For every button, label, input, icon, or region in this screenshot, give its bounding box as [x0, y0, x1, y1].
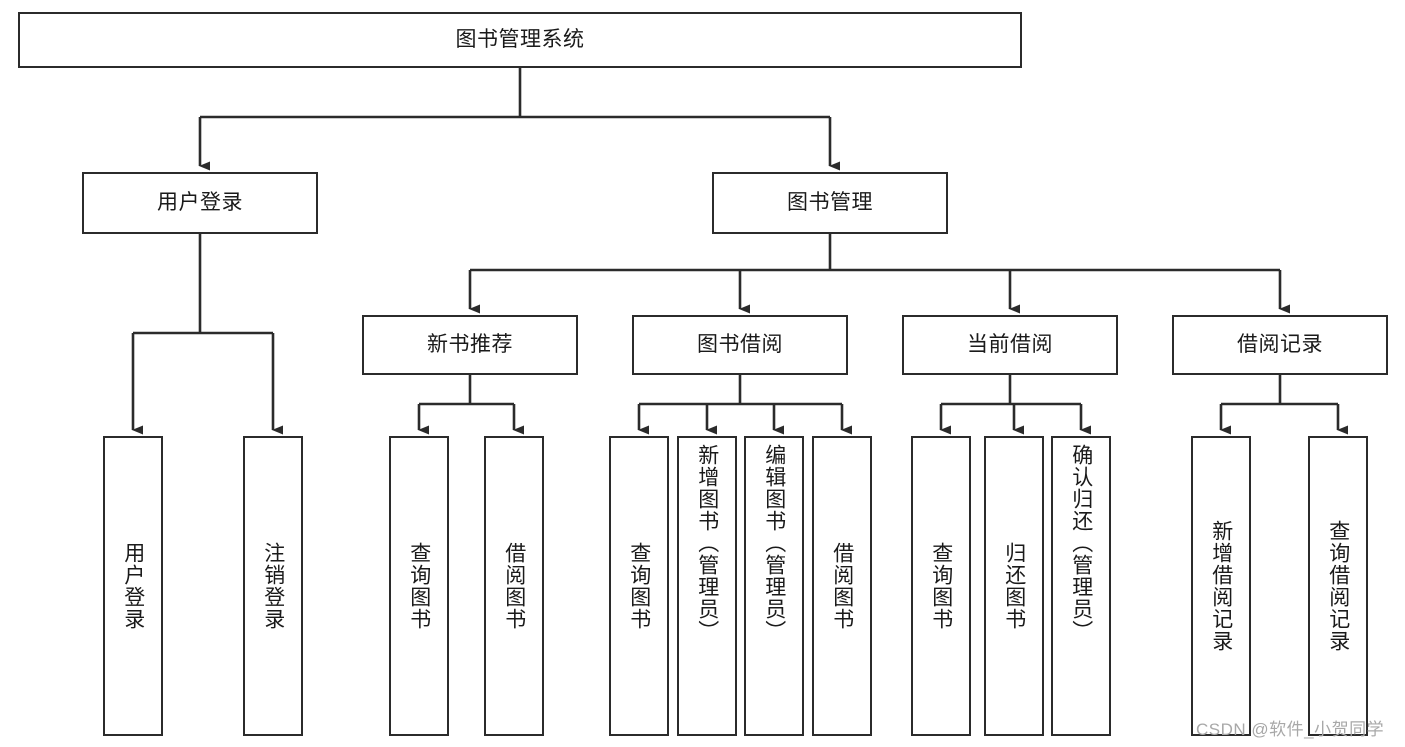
node-level2-borrow-record-label: 借阅记录 — [1237, 333, 1323, 357]
node-leaf-user-login[interactable]: 用户登录 — [103, 436, 163, 736]
node-leaf-borrow-book-bb-label: 借阅图书 — [830, 542, 854, 630]
node-level1-user-login-label: 用户登录 — [157, 191, 243, 215]
edges-borrow-record-to-leaves — [1219, 375, 1348, 435]
node-leaf-add-borrow-record-label: 新增借阅记录 — [1209, 520, 1233, 652]
edges-book-manage-to-level2 — [468, 234, 1290, 314]
node-leaf-query-book-bb[interactable]: 查询图书 — [609, 436, 669, 736]
edges-book-borrow-to-leaves — [637, 375, 852, 435]
node-leaf-logout[interactable]: 注销登录 — [243, 436, 303, 736]
csdn-watermark: CSDN @软件_小贺同学 — [1196, 720, 1385, 739]
edges-user-login-to-leaves — [131, 234, 283, 435]
node-level2-book-borrow[interactable]: 图书借阅 — [632, 315, 848, 375]
node-leaf-add-borrow-record[interactable]: 新增借阅记录 — [1191, 436, 1251, 736]
node-level2-new-book-recommend-label: 新书推荐 — [427, 333, 513, 357]
node-leaf-logout-label: 注销登录 — [261, 542, 285, 630]
node-level1-book-manage[interactable]: 图书管理 — [712, 172, 948, 234]
node-leaf-return-book-label: 归还图书 — [1002, 542, 1026, 630]
node-leaf-add-book-admin-label: 新增图书（管理员） — [695, 444, 719, 642]
node-leaf-return-book[interactable]: 归还图书 — [984, 436, 1044, 736]
node-leaf-borrow-book-bb[interactable]: 借阅图书 — [812, 436, 872, 736]
node-leaf-query-borrow-record-label: 查询借阅记录 — [1326, 520, 1350, 652]
node-leaf-confirm-return-admin[interactable]: 确认归还（管理员） — [1051, 436, 1111, 736]
node-leaf-add-book-admin[interactable]: 新增图书（管理员） — [677, 436, 737, 736]
node-leaf-borrow-book-nbr[interactable]: 借阅图书 — [484, 436, 544, 736]
edges-new-book-rec-to-leaves — [417, 375, 524, 435]
node-leaf-borrow-book-nbr-label: 借阅图书 — [502, 542, 526, 630]
node-level2-borrow-record[interactable]: 借阅记录 — [1172, 315, 1388, 375]
node-root-label: 图书管理系统 — [455, 28, 585, 52]
node-leaf-edit-book-admin[interactable]: 编辑图书（管理员） — [744, 436, 804, 736]
node-root[interactable]: 图书管理系统 — [18, 12, 1022, 68]
node-leaf-query-book-nbr-label: 查询图书 — [407, 542, 431, 630]
node-leaf-user-login-label: 用户登录 — [121, 542, 145, 630]
node-level2-book-borrow-label: 图书借阅 — [697, 333, 783, 357]
node-level2-current-borrow[interactable]: 当前借阅 — [902, 315, 1118, 375]
node-leaf-confirm-return-admin-label: 确认归还（管理员） — [1069, 444, 1093, 642]
node-leaf-query-book-bb-label: 查询图书 — [627, 542, 651, 630]
node-level1-user-login[interactable]: 用户登录 — [82, 172, 318, 234]
node-leaf-query-book-nbr[interactable]: 查询图书 — [389, 436, 449, 736]
node-leaf-query-book-cb[interactable]: 查询图书 — [911, 436, 971, 736]
node-level2-current-borrow-label: 当前借阅 — [967, 333, 1053, 357]
edges-current-borrow-to-leaves — [939, 375, 1091, 435]
node-leaf-edit-book-admin-label: 编辑图书（管理员） — [762, 444, 786, 642]
node-level1-book-manage-label: 图书管理 — [787, 191, 873, 215]
edges-root-to-level1 — [198, 68, 840, 171]
node-leaf-query-book-cb-label: 查询图书 — [929, 542, 953, 630]
node-level2-new-book-recommend[interactable]: 新书推荐 — [362, 315, 578, 375]
node-leaf-query-borrow-record[interactable]: 查询借阅记录 — [1308, 436, 1368, 736]
